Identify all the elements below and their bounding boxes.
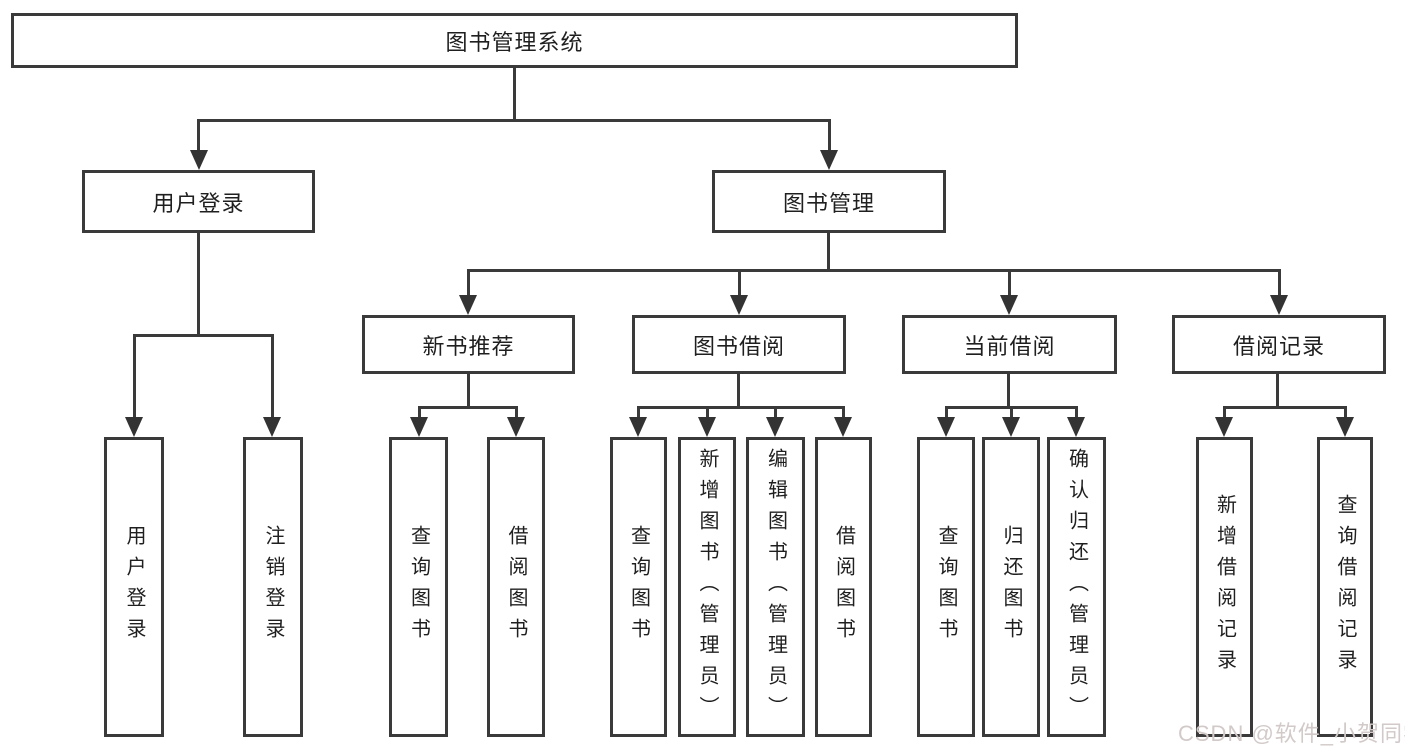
node-query-books-recommend: 查询图书	[389, 437, 448, 737]
arrow-down-icon	[1270, 295, 1288, 315]
connector-line	[828, 119, 831, 152]
arrow-down-icon	[410, 417, 428, 437]
node-label: 借阅图书	[832, 525, 855, 649]
node-label: 图书借阅	[692, 333, 785, 359]
connector-line	[1008, 269, 1011, 297]
node-label: 归还图书	[1000, 525, 1022, 649]
arrow-down-icon	[834, 417, 852, 437]
arrow-down-icon	[125, 417, 143, 437]
connector-line	[1010, 406, 1013, 420]
arrow-down-icon	[629, 417, 647, 437]
connector-line	[1223, 406, 1347, 409]
node-label: 图书管理	[782, 190, 875, 216]
node-add-borrow-record: 新增借阅记录	[1196, 437, 1253, 737]
node-label: 确认归还（管理员）	[1065, 447, 1088, 727]
connector-line	[467, 374, 470, 409]
node-label: 查询图书	[407, 525, 430, 649]
connector-line	[1276, 374, 1279, 409]
node-borrowing-records: 借阅记录	[1172, 315, 1386, 374]
node-confirm-return-admin: 确认归还（管理员）	[1047, 437, 1106, 737]
arrow-down-icon	[1002, 417, 1020, 437]
connector-line	[842, 406, 845, 420]
node-label: 新增借阅记录	[1213, 494, 1236, 680]
connector-line	[133, 334, 136, 419]
node-book-management: 图书管理	[712, 170, 946, 233]
node-query-books-current: 查询图书	[917, 437, 975, 737]
connector-line	[197, 119, 200, 152]
node-label: 新书推荐	[422, 333, 515, 359]
node-current-borrowing: 当前借阅	[902, 315, 1117, 374]
connector-line	[827, 233, 830, 272]
arrow-down-icon	[937, 417, 955, 437]
node-borrow-books-recommend: 借阅图书	[487, 437, 545, 737]
node-label: 图书管理系统	[445, 29, 584, 55]
connector-line	[418, 406, 518, 409]
connector-line	[197, 233, 200, 337]
node-label: 用户登录	[123, 525, 145, 649]
node-label: 注销登录	[262, 525, 284, 649]
node-new-book-recommendation: 新书推荐	[362, 315, 575, 374]
connector-line	[945, 406, 948, 420]
connector-line	[467, 269, 1281, 272]
arrow-down-icon	[1067, 417, 1085, 437]
connector-line	[1075, 406, 1078, 420]
node-library-management-system: 图书管理系统	[11, 13, 1018, 68]
connector-line	[637, 406, 845, 409]
connector-line	[133, 334, 274, 337]
node-book-borrowing: 图书借阅	[632, 315, 846, 374]
node-borrow-books: 借阅图书	[815, 437, 872, 737]
node-user-login-leaf: 用户登录	[104, 437, 164, 737]
node-edit-book-admin: 编辑图书（管理员）	[746, 437, 805, 737]
arrow-down-icon	[1000, 295, 1018, 315]
connector-line	[1007, 374, 1010, 409]
arrow-down-icon	[263, 417, 281, 437]
csdn-watermark: CSDN @软件_小贺同学	[1178, 721, 1405, 746]
node-query-books-borrowing: 查询图书	[610, 437, 667, 737]
connector-line	[515, 406, 518, 420]
node-label: 借阅图书	[505, 525, 527, 649]
node-return-books: 归还图书	[982, 437, 1040, 737]
connector-line	[1223, 406, 1226, 420]
arrow-down-icon	[459, 295, 477, 315]
node-label: 新增图书（管理员）	[696, 447, 718, 727]
arrow-down-icon	[730, 295, 748, 315]
node-label: 编辑图书（管理员）	[764, 447, 787, 727]
node-label: 查询借阅记录	[1334, 494, 1356, 680]
connector-line	[706, 406, 709, 420]
arrow-down-icon	[766, 417, 784, 437]
connector-line	[1278, 269, 1281, 297]
connector-line	[418, 406, 421, 420]
arrow-down-icon	[820, 150, 838, 170]
node-label: 查询图书	[627, 525, 650, 649]
connector-line	[198, 119, 831, 122]
connector-line	[271, 334, 274, 419]
connector-line	[738, 269, 741, 297]
node-user-login: 用户登录	[82, 170, 315, 233]
node-logout: 注销登录	[243, 437, 303, 737]
node-label: 当前借阅	[963, 333, 1056, 359]
node-add-book-admin: 新增图书（管理员）	[678, 437, 736, 737]
connector-line	[513, 68, 516, 120]
node-label: 查询图书	[935, 525, 957, 649]
arrow-down-icon	[190, 150, 208, 170]
node-query-borrow-record: 查询借阅记录	[1317, 437, 1373, 737]
arrow-down-icon	[698, 417, 716, 437]
arrow-down-icon	[1215, 417, 1233, 437]
connector-line	[1344, 406, 1347, 420]
connector-line	[737, 374, 740, 409]
arrow-down-icon	[507, 417, 525, 437]
connector-line	[774, 406, 777, 420]
connector-line	[637, 406, 640, 420]
node-label: 用户登录	[152, 190, 245, 216]
node-label: 借阅记录	[1232, 333, 1325, 359]
connector-line	[467, 269, 470, 297]
arrow-down-icon	[1336, 417, 1354, 437]
